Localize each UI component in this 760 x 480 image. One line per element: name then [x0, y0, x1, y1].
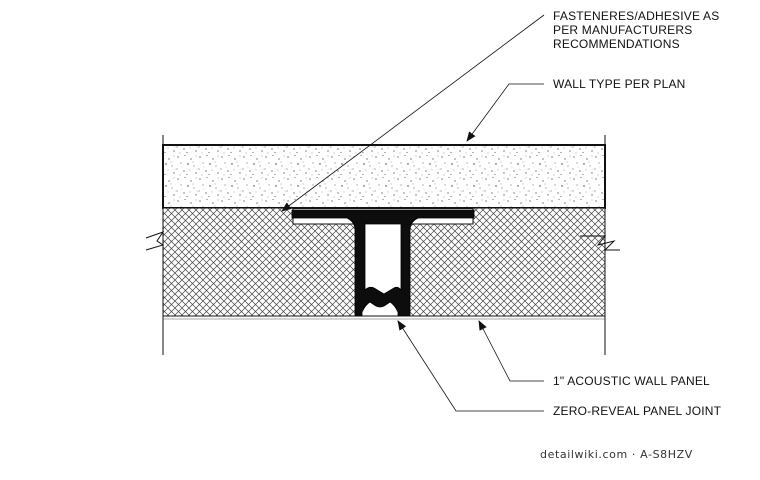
note-acoustic-panel: 1" ACOUSTIC WALL PANEL	[553, 374, 710, 388]
acoustic-panel-right	[407, 207, 606, 317]
note-fasteners: FASTENERES/ADHESIVE AS PER MANUFACTURERS…	[553, 9, 719, 51]
footer-credit: detailwiki.com · A-S8HZV	[540, 448, 693, 461]
leader-acoustic-panel	[478, 320, 544, 382]
note-fasteners-line-3: RECOMMENDATIONS	[553, 37, 680, 51]
footer-code: A-S8HZV	[640, 448, 693, 461]
acoustic-panel-left	[162, 207, 359, 317]
note-panel-joint: ZERO-REVEAL PANEL JOINT	[553, 404, 722, 418]
footer-separator: ·	[631, 448, 637, 461]
break-line-right	[580, 235, 620, 251]
note-fasteners-line-1: FASTENERES/ADHESIVE AS	[553, 9, 720, 23]
footer-site: detailwiki.com	[540, 448, 628, 461]
joint-profile	[291, 209, 475, 317]
note-wall-type: WALL TYPE PER PLAN	[553, 77, 686, 91]
wall-layer	[162, 144, 606, 209]
leader-fasteners	[281, 14, 545, 212]
screw-channel	[379, 264, 385, 291]
leader-wall-type	[466, 83, 544, 142]
leader-panel-joint	[397, 320, 544, 412]
note-fasteners-line-2: PER MANUFACTURERS	[553, 23, 693, 37]
break-line-left	[145, 231, 165, 251]
